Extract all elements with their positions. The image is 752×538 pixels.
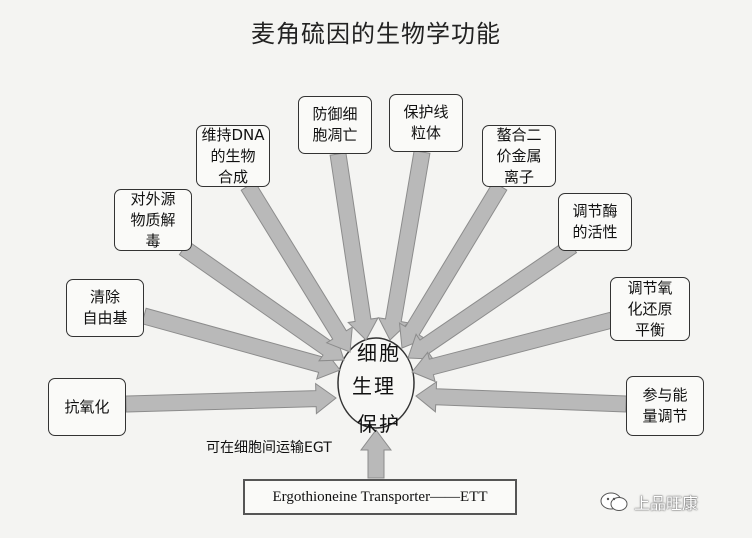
watermark-text: 上品旺康 (634, 494, 699, 513)
box-prevent-apoptosis: 防御细 胞凋亡 (298, 96, 372, 154)
box-clear-free-radicals: 清除 自由基 (66, 279, 144, 337)
box-energy-regulation: 参与能 量调节 (626, 376, 704, 436)
wechat-icon (600, 492, 628, 511)
watermark: 上品旺康 (600, 490, 698, 514)
box-chelate-metal: 螯合二 价金属 离子 (482, 125, 556, 187)
diagram-title: 麦角硫因的生物学功能 (251, 20, 501, 48)
arrow-dna-synthesis (240, 181, 353, 353)
arrow-transporter (360, 429, 392, 479)
box-protect-mitochondria: 保护线 粒体 (389, 94, 463, 152)
center-label-top: 细胞 (357, 341, 401, 365)
transporter-box: Ergothioneine Transporter——ETT (243, 479, 517, 515)
box-enzyme-activity: 调节酶 的活性 (558, 193, 632, 251)
transport-label: 可在细胞间运输EGT (206, 440, 332, 456)
center-label-bottom: 保护 (357, 412, 401, 436)
arrow-enzyme-activity (407, 238, 578, 360)
cell-circle (337, 337, 415, 429)
box-detox: 对外源 物质解 毒 (114, 189, 192, 251)
arrow-prevent-apoptosis (329, 152, 379, 341)
arrow-protect-mitochondria (377, 150, 431, 341)
box-antioxidant: 抗氧化 (48, 378, 126, 436)
center-label-middle: 生理 (352, 374, 396, 398)
arrow-energy-regulation (415, 380, 627, 413)
arrow-redox-balance (411, 311, 615, 383)
box-dna-synthesis: 维持DNA 的生物 合成 (196, 125, 270, 187)
box-redox-balance: 调节氧 化还原 平衡 (610, 277, 690, 341)
arrow-group (125, 150, 627, 479)
arrow-antioxidant (125, 382, 337, 415)
